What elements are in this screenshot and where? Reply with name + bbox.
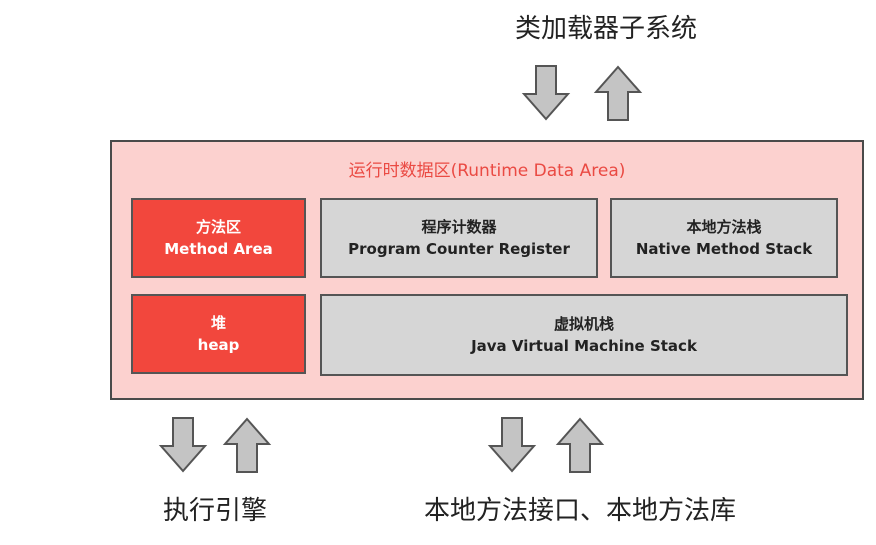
- jvm-stack-cn: 虚拟机栈: [553, 315, 614, 333]
- pc-register-en: Program Counter Register: [348, 240, 570, 258]
- arrow-up-icon: [555, 417, 605, 473]
- arrow-up-icon: [222, 417, 272, 473]
- jvm-stack-box: 虚拟机栈 Java Virtual Machine Stack: [320, 294, 848, 376]
- method-area-en: Method Area: [164, 240, 273, 258]
- native-method-stack-box: 本地方法栈 Native Method Stack: [610, 198, 838, 278]
- arrow-down-icon: [487, 417, 537, 473]
- native-method-stack-cn: 本地方法栈: [686, 218, 762, 236]
- pc-register-box: 程序计数器 Program Counter Register: [320, 198, 598, 278]
- arrow-up-icon: [593, 65, 643, 121]
- heap-cn: 堆: [210, 314, 226, 332]
- runtime-data-area: 运行时数据区(Runtime Data Area) 方法区 Method Are…: [110, 140, 864, 400]
- arrow-down-icon: [158, 417, 208, 473]
- method-area-box: 方法区 Method Area: [131, 198, 306, 278]
- heap-en: heap: [197, 336, 240, 354]
- arrow-down-icon: [521, 65, 571, 121]
- native-method-stack-en: Native Method Stack: [635, 240, 813, 258]
- execution-engine-label: 执行引擎: [162, 496, 267, 526]
- pc-register-cn: 程序计数器: [421, 218, 497, 236]
- jvm-stack-en: Java Virtual Machine Stack: [471, 337, 697, 355]
- heap-box: 堆 heap: [131, 294, 306, 374]
- class-loader-subsystem-label: 类加载器子系统: [514, 14, 697, 44]
- native-interface-library-label: 本地方法接口、本地方法库: [423, 496, 736, 526]
- method-area-cn: 方法区: [195, 218, 241, 236]
- runtime-data-area-title: 运行时数据区(Runtime Data Area): [348, 161, 626, 181]
